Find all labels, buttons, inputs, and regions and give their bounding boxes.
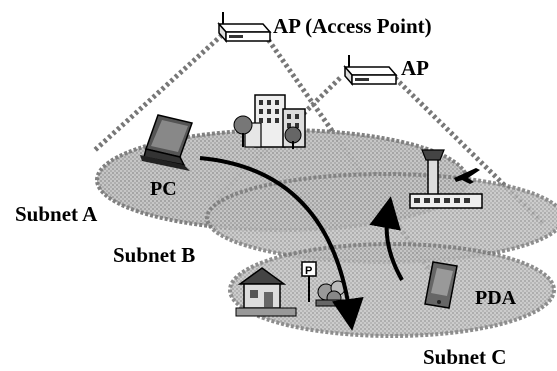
- office-building-icon: [233, 94, 306, 149]
- pda-label: PDA: [475, 287, 517, 309]
- ap-main-label: AP (Access Point): [273, 14, 432, 38]
- svg-text:P: P: [305, 265, 312, 277]
- cone-line-ap-main-left: [93, 33, 224, 152]
- wireless-router-icon: [343, 55, 398, 86]
- airport-icon: [409, 149, 483, 209]
- subnet-b-label: Subnet B: [113, 243, 195, 267]
- movement-arrow-pda-to-subnet-b: [369, 196, 404, 281]
- movement-arrow-pc-to-subnet-c: [199, 156, 364, 331]
- subnet-a-label: Subnet A: [15, 202, 98, 226]
- pc-label: PC: [150, 178, 177, 200]
- subnet-c-label: Subnet C: [423, 345, 506, 369]
- wireless-router-icon: [217, 12, 272, 43]
- pda-icon: [424, 261, 458, 309]
- ap-secondary-label: AP: [401, 56, 429, 80]
- house-icon: [235, 267, 297, 317]
- laptop-icon: [140, 114, 193, 171]
